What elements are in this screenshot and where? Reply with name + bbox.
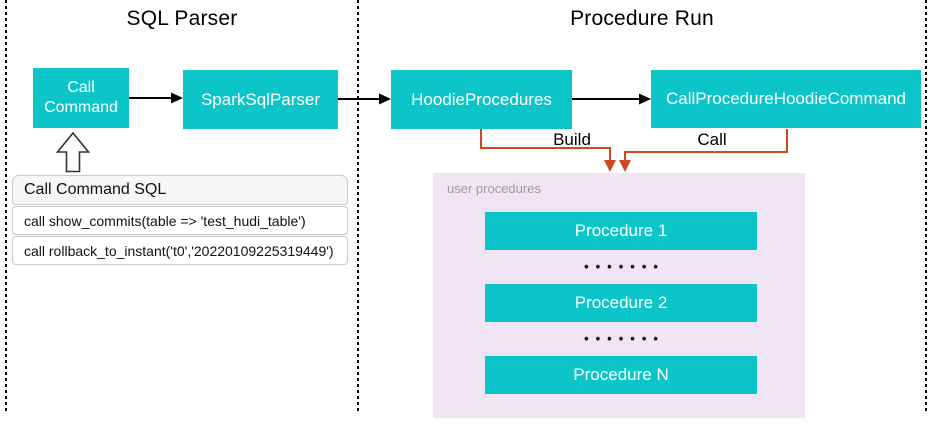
- ellipsis-dots: •••••••: [584, 330, 665, 346]
- sql-list-header: Call Command SQL: [12, 175, 348, 205]
- node-procedure-1: Procedure 1: [485, 212, 757, 250]
- sql-parser-section-title: SQL Parser: [126, 7, 238, 30]
- arrow-hoodieprocedures-to-callprocedurehoodiecommand: [572, 93, 651, 105]
- procedure-run-section-title: Procedure Run: [570, 7, 714, 30]
- node-hoodie-procedures: HoodieProcedures: [391, 70, 572, 129]
- ellipsis-dots: •••••••: [584, 258, 665, 274]
- call-edge-label: Call: [697, 130, 727, 149]
- sql-row-show-commits: call show_commits(table => 'test_hudi_ta…: [12, 206, 348, 235]
- node-procedure-2: Procedure 2: [485, 284, 757, 322]
- node-procedure-n: Procedure N: [485, 356, 757, 394]
- sql-row-rollback-to-instant: call rollback_to_instant('t0','202201092…: [12, 236, 348, 265]
- node-call-command: Call Command: [33, 68, 129, 128]
- user-procedures-label: user procedures: [447, 181, 541, 196]
- node-call-procedure-hoodie-command: CallProcedureHoodieCommand: [651, 70, 921, 128]
- arrow-sparksqlparser-to-hoodieprocedures: [338, 93, 391, 105]
- call-command-sql-list: Call Command SQL call show_commits(table…: [12, 175, 348, 265]
- node-spark-sql-parser: SparkSqlParser: [183, 70, 338, 129]
- arrow-callcommand-to-sparksqlparser: [129, 92, 183, 104]
- user-procedures-container: user procedures Procedure 1 ••••••• Proc…: [433, 173, 805, 418]
- build-edge-label: Build: [553, 130, 591, 149]
- hollow-up-arrow-icon: [55, 131, 91, 173]
